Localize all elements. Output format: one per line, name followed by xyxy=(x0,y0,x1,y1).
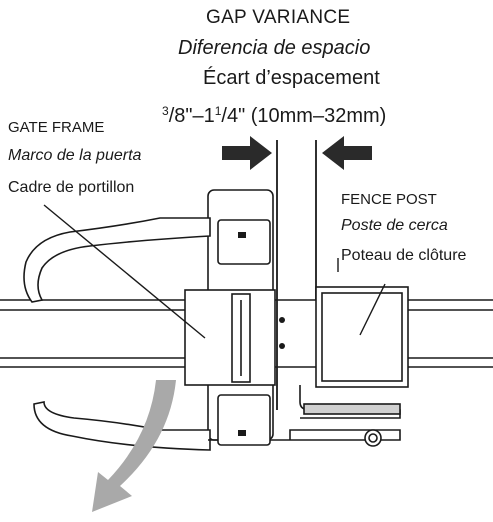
right-gap-arrow xyxy=(322,136,372,170)
fence-post-label-es: Poste de cerca xyxy=(341,217,448,234)
gate-frame-box xyxy=(184,289,276,386)
gap-reference-lines xyxy=(276,140,317,410)
fence-post-label: FENCE POST xyxy=(341,191,437,208)
left-gap-arrow xyxy=(222,136,272,170)
upper-handle xyxy=(23,217,211,303)
gap-range-a-num: 3 xyxy=(162,104,169,118)
gate-frame-label: GATE FRAME xyxy=(8,119,105,136)
gap-range-b-num: 1 xyxy=(214,104,222,118)
latch-body xyxy=(23,189,409,451)
gap-range: 3/8"–11/4" (10mm–32mm) xyxy=(162,105,386,126)
bottom-rail xyxy=(0,357,493,368)
base-plate xyxy=(208,429,401,441)
lower-handle xyxy=(33,401,211,451)
leader-lines xyxy=(43,204,386,339)
swing-arrow-icon xyxy=(92,380,176,512)
gap-variance-title-es: Diferencia de espacio xyxy=(178,37,371,59)
fence-post-label-fr: Poteau de clôture xyxy=(341,247,467,264)
gate-frame-label-fr: Cadre de portillon xyxy=(8,179,135,196)
gap-variance-title: GAP VARIANCE xyxy=(206,7,351,28)
gate-frame-label-es: Marco de la puerta xyxy=(8,147,142,164)
gap-variance-title-fr: Écart d’espacement xyxy=(203,67,380,89)
fence-post-box xyxy=(315,286,409,388)
gap-arrows xyxy=(222,136,372,170)
gap-range-a-den: /8"–1 xyxy=(168,105,215,127)
gap-range-b-den: /4" (10mm–32mm) xyxy=(221,105,387,127)
